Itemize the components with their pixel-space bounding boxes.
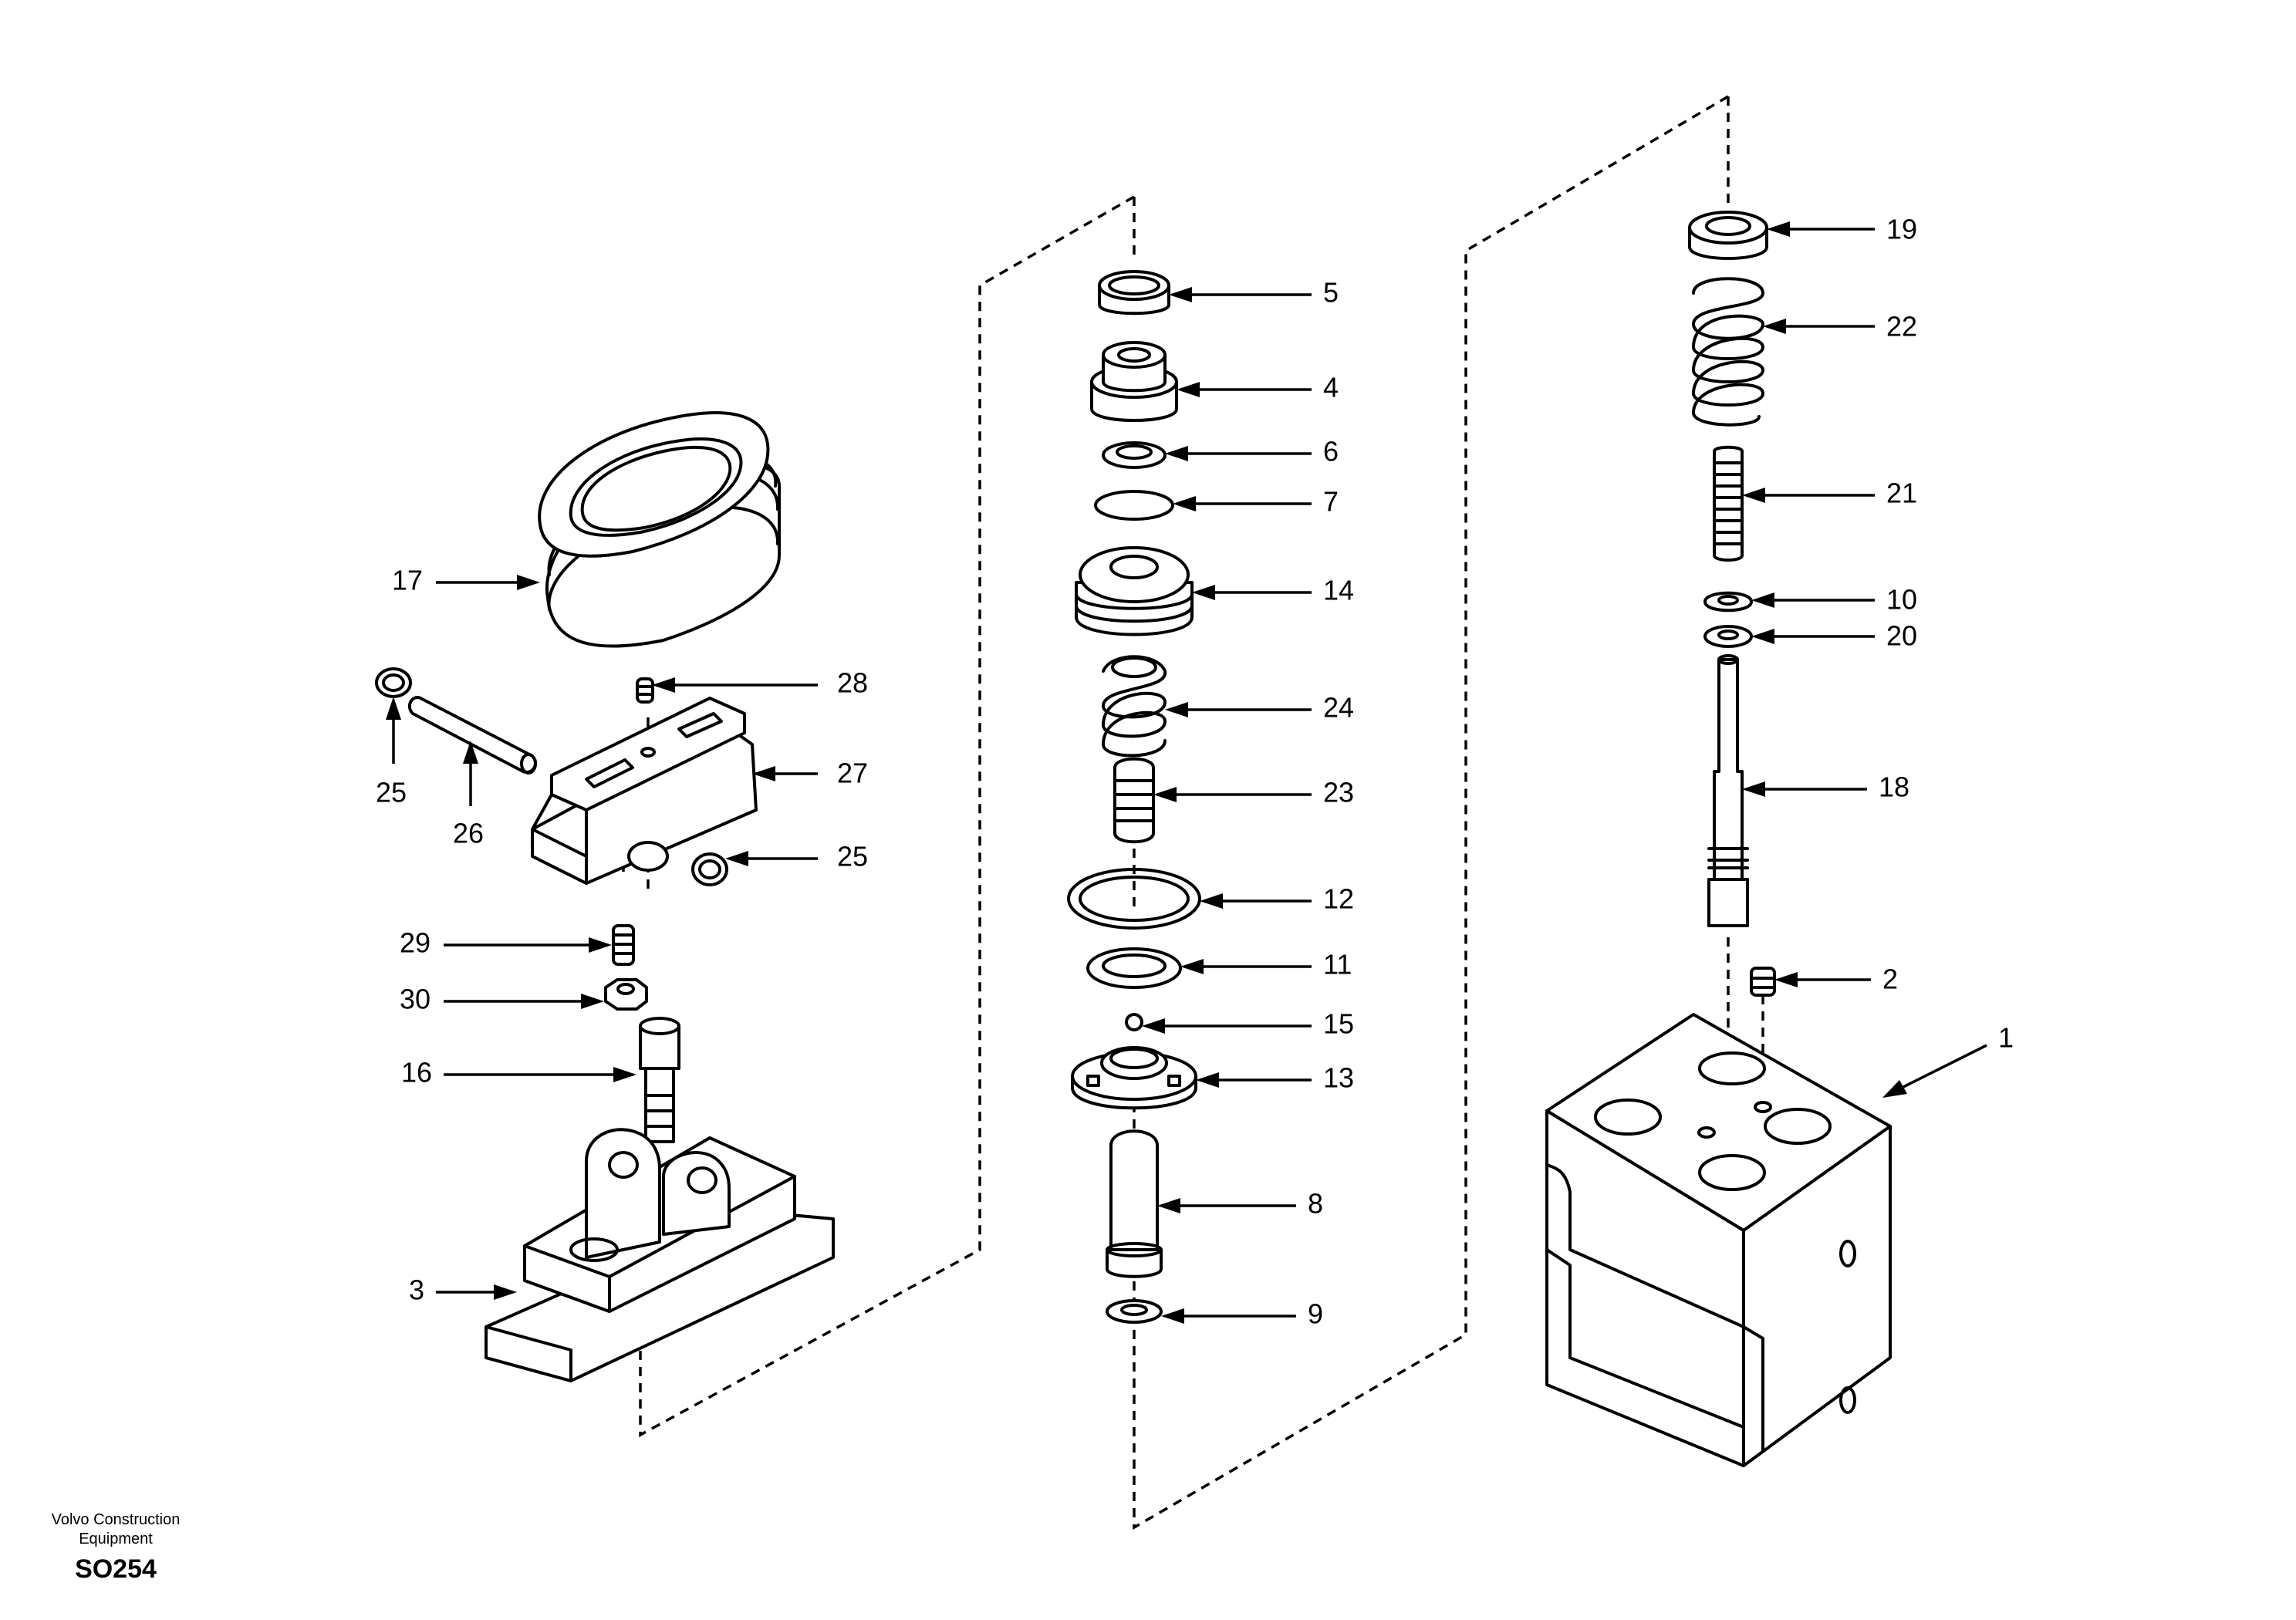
part-3-base-plate <box>485 1128 835 1382</box>
callout-9: 9 <box>1308 1298 1323 1330</box>
part-16-bolt <box>639 1017 680 1143</box>
callout-numbers: 5 4 6 7 14 24 23 12 11 15 13 8 9 19 22 2… <box>376 214 2014 1330</box>
part-4-plunger-guide <box>1090 341 1178 422</box>
callout-2: 2 <box>1882 964 1898 995</box>
callout-23: 23 <box>1323 777 1354 808</box>
part-25-bushing-right <box>691 852 728 886</box>
part-26-pin <box>407 696 538 775</box>
callout-4: 4 <box>1323 372 1339 403</box>
callout-20: 20 <box>1886 620 1917 652</box>
part-22-spring <box>1692 277 1764 427</box>
part-11-washer <box>1086 947 1182 989</box>
part-9-washer <box>1106 1299 1163 1324</box>
callout-6: 6 <box>1323 436 1339 467</box>
callout-19: 19 <box>1886 214 1917 245</box>
part-24-spring <box>1102 655 1167 758</box>
part-12-snap-ring <box>1067 868 1201 930</box>
callout-27: 27 <box>837 758 868 789</box>
part-5-ring <box>1098 270 1170 316</box>
callout-1: 1 <box>1998 1022 2014 1054</box>
company-line-2: Equipment <box>79 1531 153 1547</box>
company-line-1: Volvo Construction <box>51 1511 181 1528</box>
callout-3: 3 <box>409 1274 424 1306</box>
part-18-spool <box>1707 654 1749 927</box>
part-21-spring <box>1713 445 1744 562</box>
callout-25-left: 25 <box>376 777 407 808</box>
part-6-seal <box>1102 441 1167 469</box>
part-8-push-rod <box>1106 1129 1163 1278</box>
callout-14: 14 <box>1323 575 1354 606</box>
callout-13: 13 <box>1323 1062 1354 1094</box>
callout-12: 12 <box>1323 883 1354 915</box>
callout-21: 21 <box>1886 478 1917 509</box>
callout-29: 29 <box>400 927 430 959</box>
callout-30: 30 <box>400 984 430 1015</box>
callout-11: 11 <box>1323 949 1352 980</box>
part-20-washer <box>1703 625 1753 648</box>
part-19-spring-seat <box>1688 211 1768 260</box>
part-14-spring-seat <box>1075 546 1194 636</box>
callout-16: 16 <box>401 1057 432 1088</box>
part-17-rubber-boot <box>538 411 781 648</box>
callout-7: 7 <box>1323 486 1339 518</box>
leader-lines <box>386 221 1987 1324</box>
part-10-snap-ring <box>1703 591 1753 613</box>
callout-26: 26 <box>453 818 484 849</box>
part-2-plug-screw <box>1750 967 1776 997</box>
part-7-o-ring <box>1094 490 1174 521</box>
part-1-valve-body <box>1545 1013 1892 1467</box>
company-name: Volvo Construction Equipment <box>31 1510 201 1549</box>
callout-28: 28 <box>837 667 868 699</box>
drawing-code: SO254 <box>75 1554 157 1584</box>
part-29-set-screw <box>612 924 635 966</box>
callout-10: 10 <box>1886 584 1917 616</box>
callout-22: 22 <box>1886 311 1917 343</box>
callout-8: 8 <box>1308 1188 1323 1220</box>
callout-25-right: 25 <box>837 841 868 872</box>
part-23-spring <box>1113 757 1155 844</box>
callout-17: 17 <box>392 565 423 596</box>
callout-15: 15 <box>1323 1008 1354 1040</box>
part-30-nut <box>604 978 648 1011</box>
part-28-set-screw <box>636 677 654 704</box>
part-13-plug <box>1071 1046 1197 1110</box>
callout-18: 18 <box>1879 771 1909 803</box>
callout-24: 24 <box>1323 692 1354 724</box>
part-15-ball <box>1125 1013 1143 1031</box>
part-25-bushing-left <box>375 667 412 698</box>
callout-5: 5 <box>1323 277 1339 309</box>
part-27-lever-bracket <box>531 697 758 885</box>
